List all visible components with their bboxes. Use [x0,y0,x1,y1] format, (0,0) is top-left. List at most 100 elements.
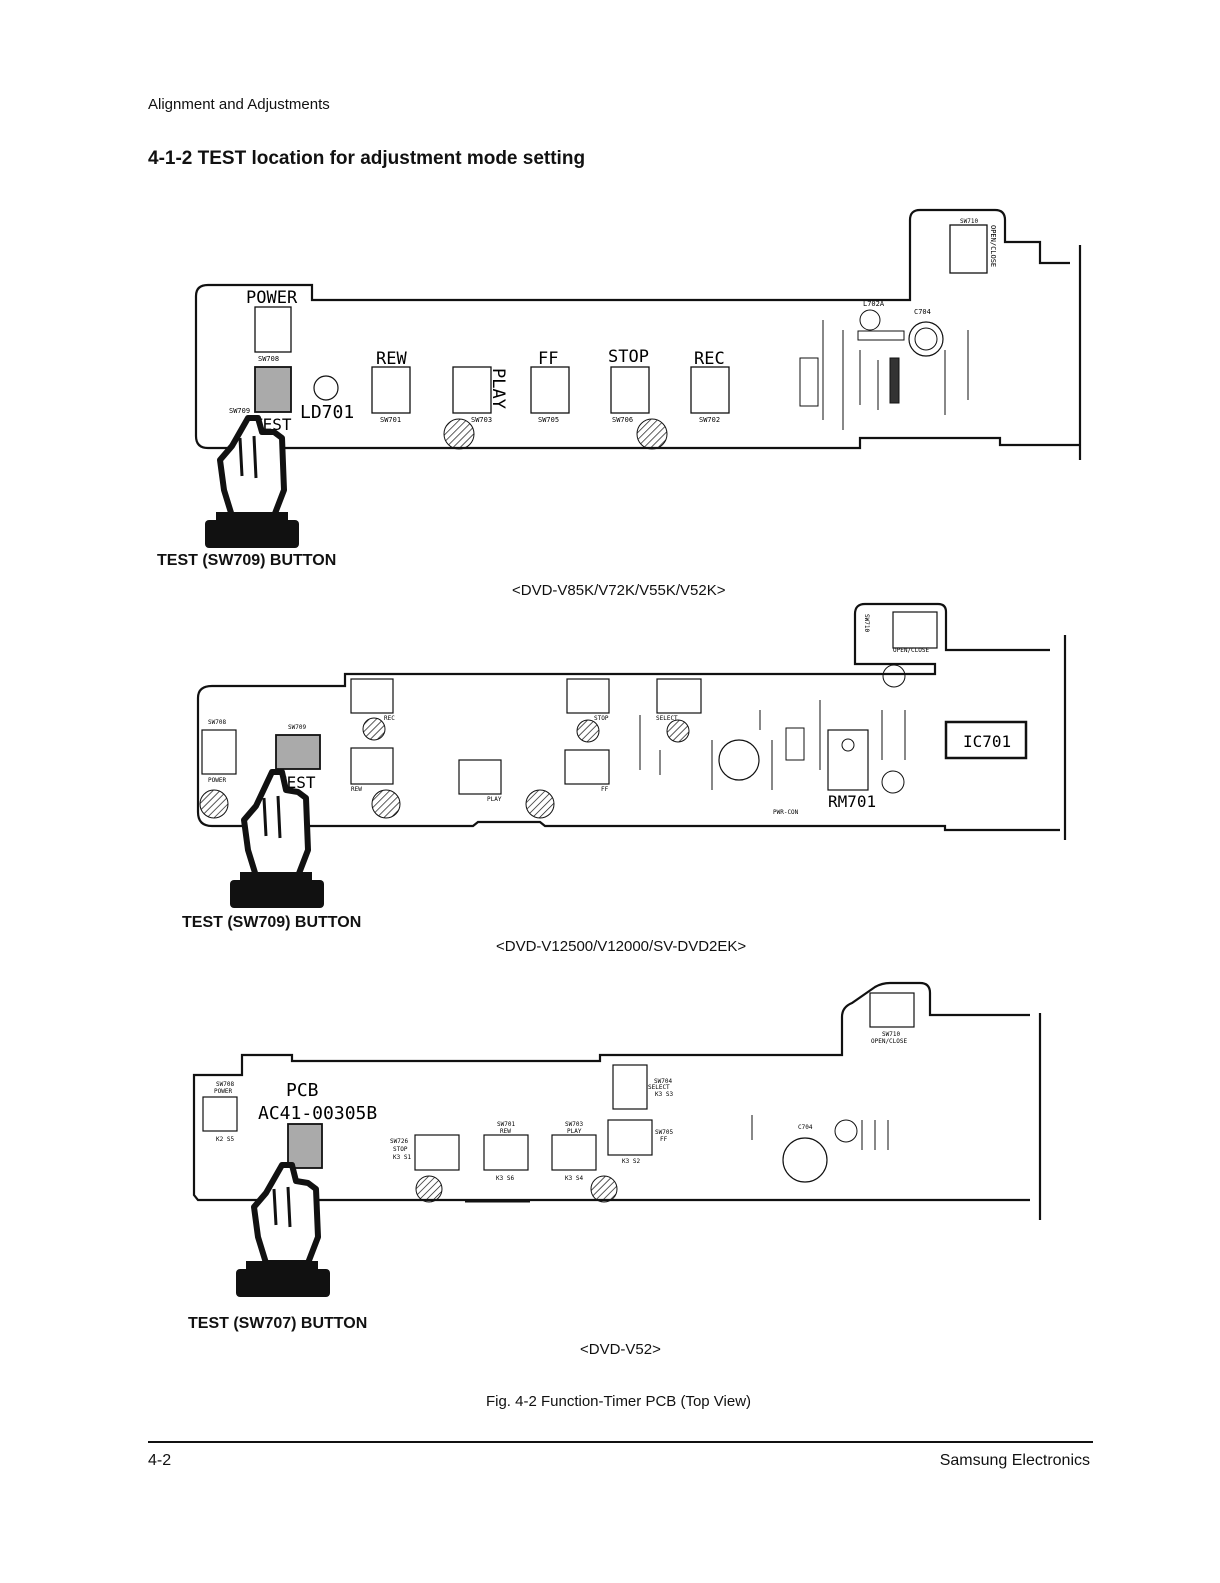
k2s5-label: K2 S5 [216,1136,234,1143]
figure-caption: Fig. 4-2 Function-Timer PCB (Top View) [485,1393,752,1410]
power-switch [254,306,292,353]
mount-hole [199,789,229,819]
ff-switch [607,1119,653,1156]
sw709-label: SW709 [229,407,250,415]
play-label: PLAY [487,796,502,803]
transistor [889,357,900,404]
sw704-label: SW704 [654,1078,672,1085]
pwr-con-label: PWR-CON [773,809,799,816]
stop-label: STOP [594,715,609,722]
led-ld701 [313,375,339,401]
k3s6-label: K3 S6 [496,1175,514,1182]
pcb-outline [192,981,1042,1220]
test-button-caption-3: TEST (SW707) BUTTON [188,1315,368,1332]
pcb-number: AC41-00305B [258,1103,377,1124]
component [799,357,819,407]
pcb-diagram-1: POWER SW708 SW709 TEST LD701 REW SW701 P… [0,200,1220,560]
pcb-outline [196,602,1067,840]
rec-label: REC [694,349,725,369]
open-close-label: OPEN/CLOSE [893,647,930,654]
test-switch-sw709 [254,366,292,413]
open-close-label: OPEN/CLOSE [989,225,997,267]
coil [882,664,906,688]
pointing-hand-icon [205,415,299,548]
pcb-drawing-3: SW708 POWER K2 S5 PCB AC41-00305B SW726 … [192,981,1042,1297]
sw710-label: SW710 [863,614,870,632]
k3s1-label: K3 S1 [393,1154,411,1161]
c704-label: C704 [914,308,931,316]
sw710-label: SW710 [882,1031,900,1038]
play-switch [458,759,502,795]
play-label: PLAY [567,1128,582,1135]
play-switch [551,1134,597,1171]
select-label: SELECT [648,1084,670,1091]
sw705-label: SW705 [655,1129,673,1136]
play-switch [452,366,492,414]
mount-hole [525,789,555,819]
test-button-caption-1: TEST (SW709) BUTTON [157,552,337,569]
play-label: PLAY [488,368,508,409]
sw703-label: SW703 [471,416,492,424]
mount-hole [576,719,600,743]
open-close-switch [892,611,938,649]
capacitor-inner [914,327,938,351]
sw710-label: SW710 [960,218,978,225]
power-label: POWER [214,1088,232,1095]
stop-switch [610,366,650,414]
rec-label: REC [384,715,395,722]
rec-switch [350,678,394,714]
sw709-label: SW709 [288,724,306,731]
model-caption-1: <DVD-V85K/V72K/V55K/V52K> [512,582,726,599]
pcb-diagram-2: SW708 POWER SW709 TEST REC REW PLAY STOP… [0,600,1220,910]
model-caption-3: <DVD-V52> [580,1341,661,1358]
open-close-label: OPEN/CLOSE [871,1038,908,1045]
traces [822,320,969,430]
capacitor-c704 [908,321,944,357]
sensor-hole [841,738,855,752]
sw701-label: SW701 [497,1121,515,1128]
power-label: POWER [208,777,226,784]
sw708-label: SW708 [216,1081,234,1088]
pcb-outline [194,208,1082,460]
power-switch [202,1096,238,1132]
sw708-label: SW708 [208,719,226,726]
rew-switch [350,747,394,785]
select-label: SELECT [656,715,678,722]
sw703-label: SW703 [565,1121,583,1128]
select-switch [612,1064,648,1110]
power-label: POWER [246,288,298,308]
pointing-hand-icon [230,769,324,908]
coil-l702a [859,309,881,331]
mount-hole [636,418,668,450]
rew-label: REW [351,786,362,793]
footer-rule [148,1441,1093,1443]
k3s3-label: K3 S3 [655,1091,673,1098]
page-number: 4-2 [148,1452,172,1469]
ic701-chip [944,720,1028,760]
rec-switch [690,366,730,414]
capacitor [718,739,760,781]
rew-label: REW [500,1128,511,1135]
pointing-hand-icon [236,1162,330,1297]
sw705-label: SW705 [538,416,559,424]
mount-hole [666,719,690,743]
ff-switch [564,749,610,785]
mount-hole [415,1175,443,1203]
power-switch [201,729,237,775]
c704-label: C704 [798,1124,813,1131]
open-close-switch [949,224,988,274]
capacitor [881,770,905,794]
ff-switch [530,366,570,414]
model-caption-2: <DVD-V12500/V12000/SV-DVD2EK> [496,938,747,955]
ld701-label: LD701 [300,402,354,423]
ic701-label: IC701 [963,732,1011,751]
test-switch-sw707 [287,1123,323,1169]
open-close-switch [869,992,915,1028]
k3s2-label: K3 S2 [622,1158,640,1165]
mount-hole [590,1175,618,1203]
sw708-label: SW708 [258,355,279,363]
stop-label: STOP [608,347,649,367]
traces [751,1115,889,1150]
sw701-label: SW701 [380,416,401,424]
running-header: Alignment and Adjustments [148,96,330,113]
